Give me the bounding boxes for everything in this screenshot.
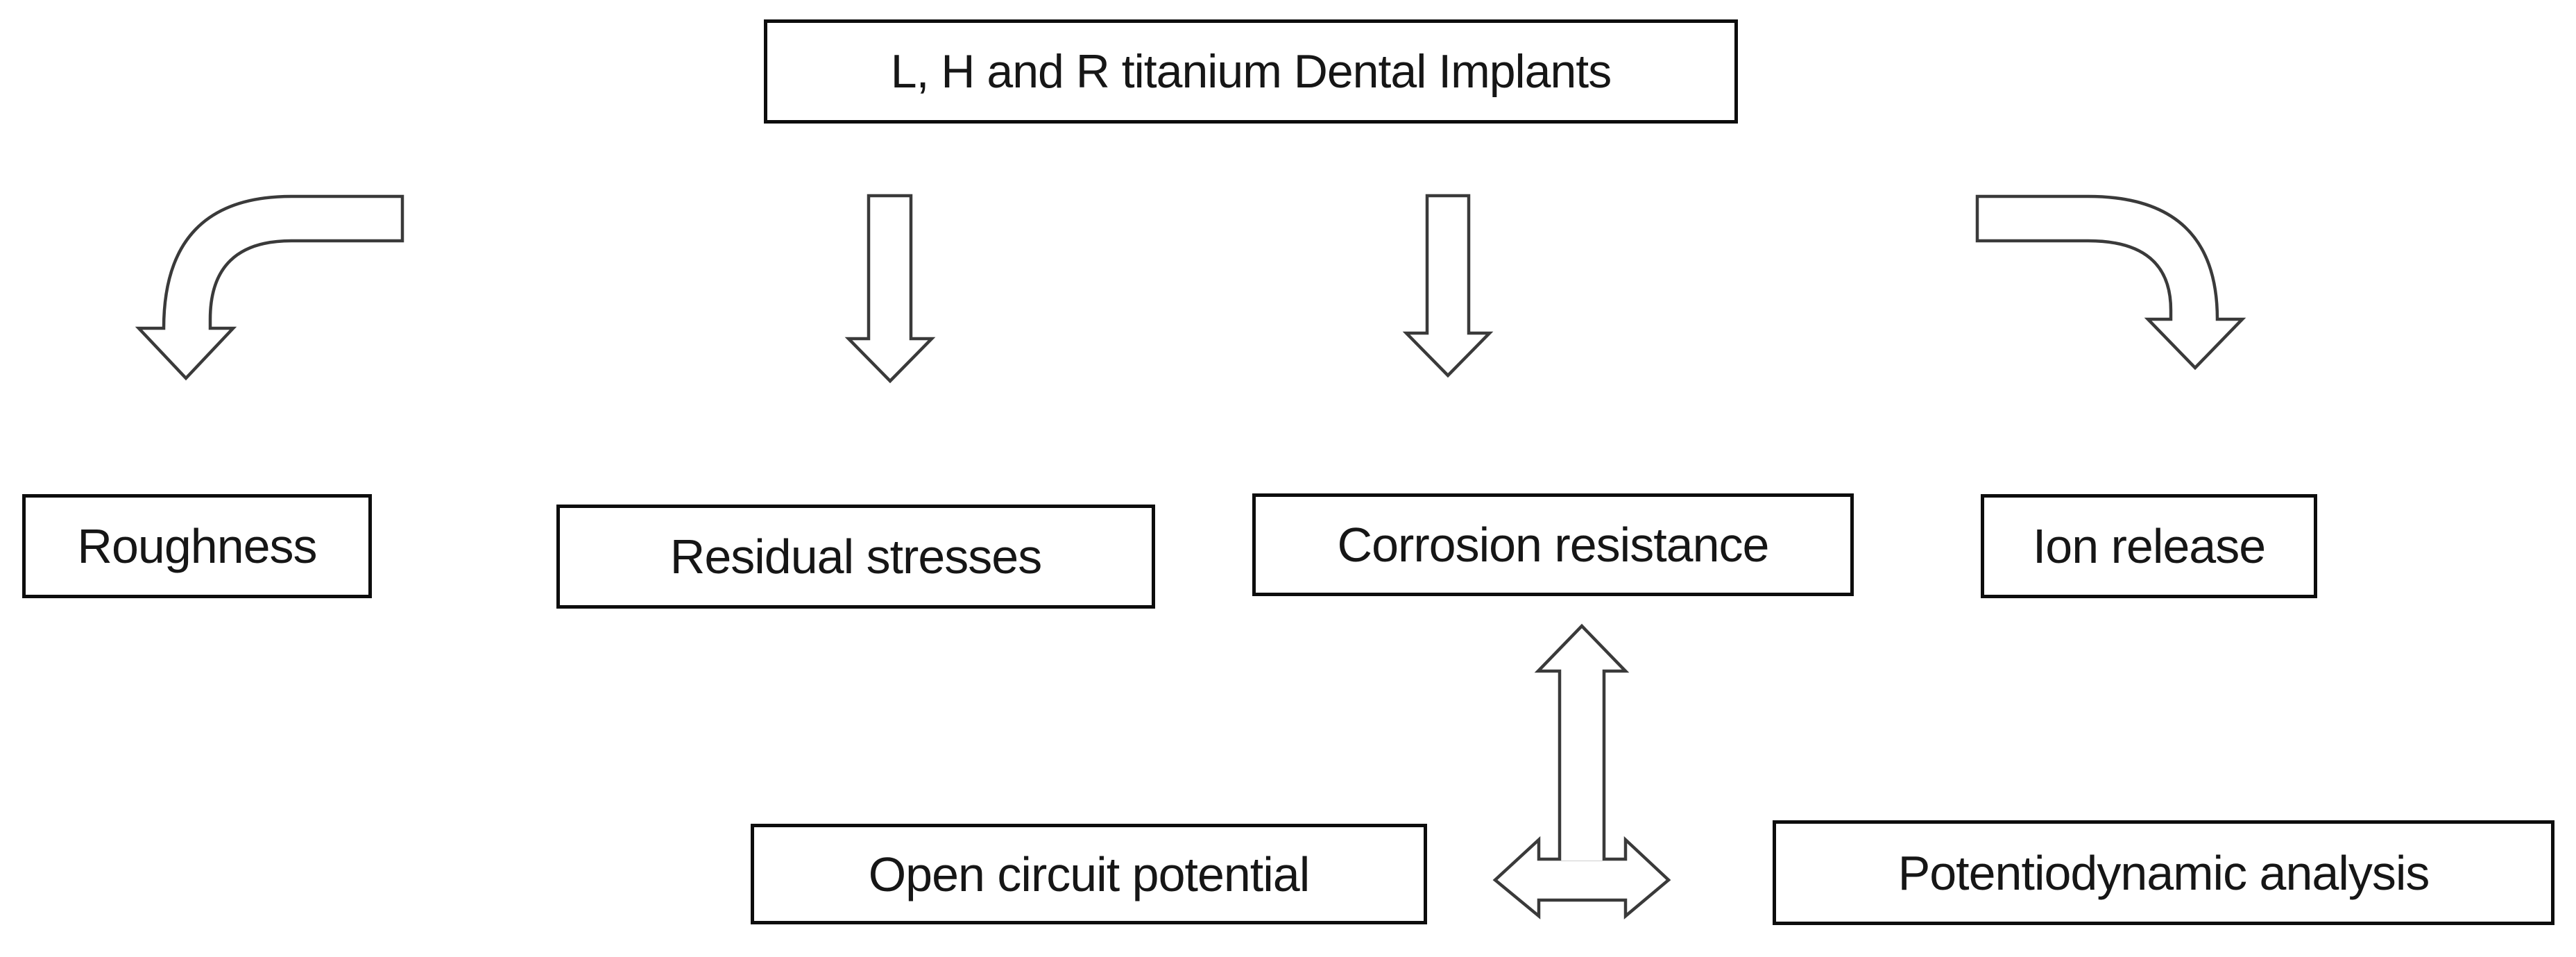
corrosion-resistance-box: Corrosion resistance <box>1252 493 1854 596</box>
residual-stresses-box: Residual stresses <box>556 505 1155 609</box>
curved-down-arrow-right <box>1975 194 2246 371</box>
title-label: L, H and R titanium Dental Implants <box>890 45 1612 98</box>
down-arrow-residual <box>844 194 936 384</box>
residual-stresses-label: Residual stresses <box>669 530 1042 584</box>
curved-down-arrow-left <box>135 194 404 381</box>
roughness-box: Roughness <box>22 494 372 598</box>
left-right-arrow-methods <box>1492 836 1671 920</box>
title-box: L, H and R titanium Dental Implants <box>764 19 1738 124</box>
ion-release-label: Ion release <box>2032 519 2266 573</box>
corrosion-resistance-label: Corrosion resistance <box>1337 518 1770 572</box>
potentiodynamic-analysis-box: Potentiodynamic analysis <box>1773 820 2554 925</box>
down-arrow-corrosion <box>1402 194 1494 378</box>
up-arrow-corrosion-tests <box>1534 623 1630 861</box>
open-circuit-potential-label: Open circuit potential <box>868 847 1311 901</box>
open-circuit-potential-box: Open circuit potential <box>751 824 1427 924</box>
ion-release-box: Ion release <box>1981 494 2317 598</box>
potentiodynamic-analysis-label: Potentiodynamic analysis <box>1897 845 2430 900</box>
roughness-label: Roughness <box>77 519 317 573</box>
